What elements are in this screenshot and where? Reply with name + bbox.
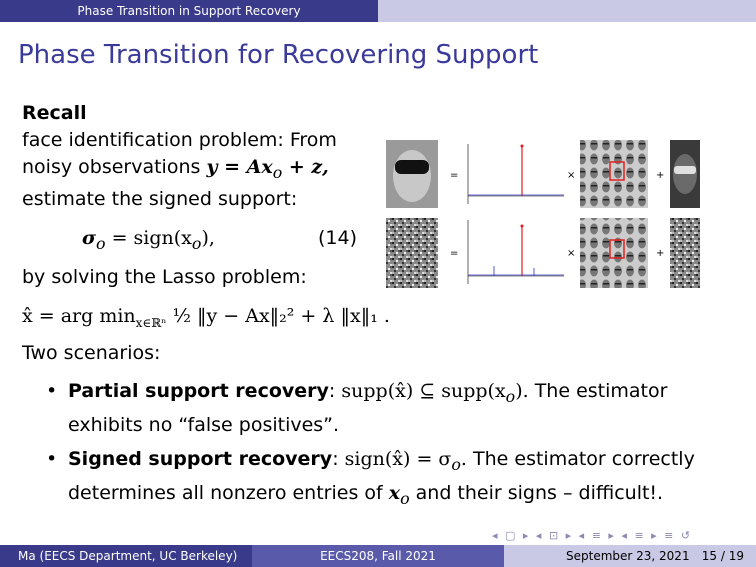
bullet-icon: •: [46, 380, 58, 402]
lasso-intro: by solving the Lasso problem:: [22, 266, 307, 288]
intro-line-1: face identification problem: From: [22, 129, 337, 151]
footer: Ma (EECS Department, UC Berkeley) EECS20…: [0, 545, 756, 567]
plus-sign: +: [656, 248, 664, 259]
navigation-symbols[interactable]: ◂ ▢ ▸ ◂ ⊡ ▸ ◂ ≡ ▸ ◂ ≡ ▸ ≡ ↺: [492, 529, 693, 542]
coefficient-plot: [467, 220, 564, 284]
top-bar: Phase Transition in Support Recovery: [0, 0, 756, 22]
face-dictionary-image: [580, 140, 648, 208]
row-1: = × +: [386, 140, 700, 208]
intro-line-2: noisy observations y = Axo + z,: [22, 156, 329, 182]
equals-sign: =: [450, 170, 458, 181]
slide-title: Phase Transition for Recovering Support: [18, 40, 539, 70]
footer-author: Ma (EECS Department, UC Berkeley): [18, 549, 238, 563]
plus-sign: +: [656, 170, 664, 181]
face-recognition-figure: = × + = × +: [386, 140, 700, 288]
equals-sign: =: [450, 248, 458, 259]
intro-line-3: estimate the signed support:: [22, 187, 298, 210]
footer-page: 15 / 19: [701, 549, 744, 563]
row-2: = × +: [386, 218, 700, 288]
section-title[interactable]: Phase Transition in Support Recovery: [77, 4, 301, 18]
list-item: • Partial support recovery: supp(x̂) ⊆ s…: [22, 377, 742, 439]
equation-number: (14): [318, 227, 358, 249]
times-sign: ×: [567, 170, 575, 181]
face-dictionary-image: [580, 218, 648, 288]
times-sign: ×: [567, 248, 575, 259]
coefficient-plot: [467, 144, 564, 204]
corrupted-face-image: [386, 218, 438, 288]
sunglasses-icon: [395, 160, 429, 174]
footer-date: September 23, 2021: [566, 549, 690, 563]
footer-course: EECS208, Fall 2021: [320, 549, 436, 563]
list-item: • Signed support recovery: sign(x̂) = σo…: [22, 445, 742, 513]
error-image: [670, 218, 700, 288]
lasso-equation: x̂ = arg minx∈ℝⁿ ½ ‖y − Ax‖₂² + λ ‖x‖₁ .: [22, 305, 390, 330]
support-equation: σo = sign(xo),: [82, 227, 215, 253]
bullet-icon: •: [46, 447, 58, 470]
scenarios-heading: Two scenarios:: [22, 342, 161, 364]
recall-heading: Recall: [22, 102, 87, 124]
intro-text: Recall face identification problem: From…: [22, 100, 752, 213]
scenario-list: • Partial support recovery: supp(x̂) ⊆ s…: [22, 377, 742, 518]
